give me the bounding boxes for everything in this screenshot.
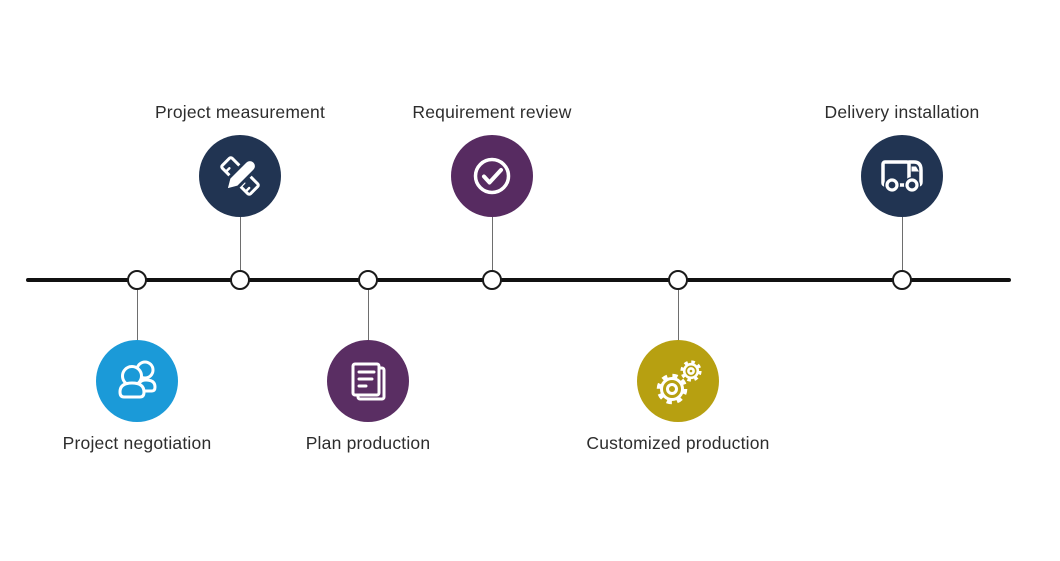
step-label: Requirement review	[412, 102, 572, 122]
timeline-node	[358, 270, 378, 290]
people-icon	[118, 360, 157, 399]
step-label: Project negotiation	[62, 433, 212, 453]
step-bubble	[451, 135, 533, 217]
timeline-node	[892, 270, 912, 290]
ruler-pencil-icon	[220, 156, 260, 196]
truck-icon	[881, 160, 923, 193]
step-label: Customized production	[586, 433, 770, 453]
step-label: Project measurement	[154, 102, 326, 122]
step-bubble	[327, 340, 409, 422]
step-label: Plan production	[305, 433, 431, 453]
connector-line	[677, 280, 679, 381]
connector-line	[901, 176, 903, 280]
timeline-node	[668, 270, 688, 290]
connector-line	[367, 280, 369, 381]
step-bubble	[199, 135, 281, 217]
connector-line	[239, 176, 241, 280]
step-bubble	[96, 340, 178, 422]
step-bubble	[637, 340, 719, 422]
connector-line	[136, 280, 138, 381]
gears-icon	[656, 360, 702, 405]
connector-line	[491, 176, 493, 280]
document-icon	[351, 362, 386, 401]
timeline-node	[230, 270, 250, 290]
step-bubble	[861, 135, 943, 217]
timeline-line	[26, 278, 1011, 282]
step-label: Delivery installation	[824, 102, 980, 122]
timeline-node	[127, 270, 147, 290]
timeline-node	[482, 270, 502, 290]
check-icon	[473, 157, 511, 195]
